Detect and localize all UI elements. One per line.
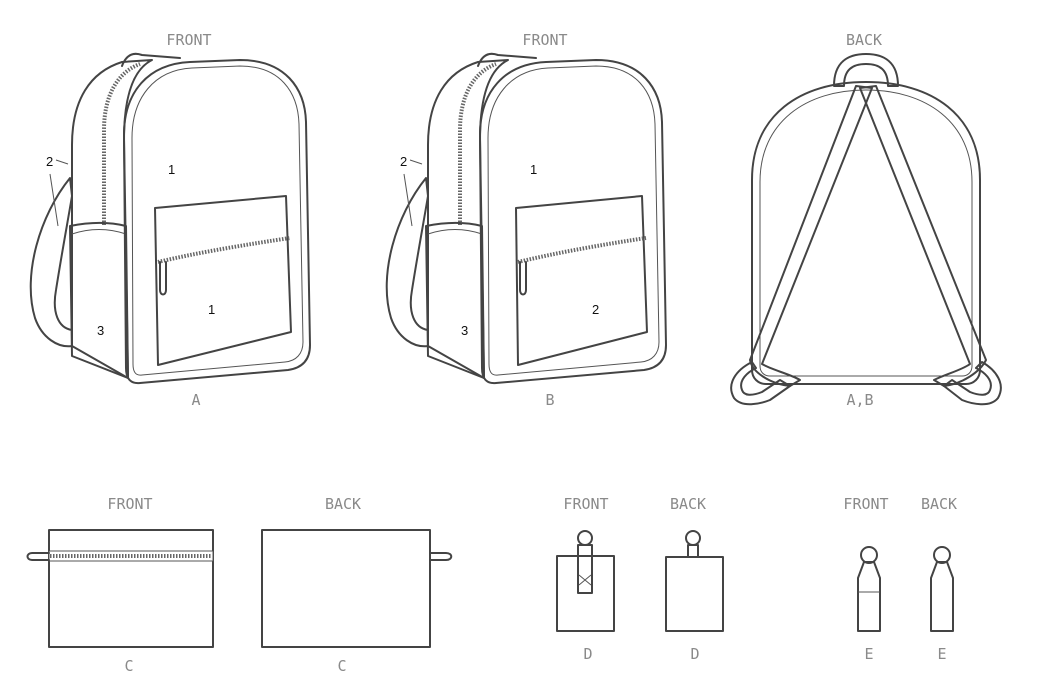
keyring-d-front (577, 530, 593, 546)
backpack-a-front: FRONT 1 1 2 3 A (29, 31, 311, 409)
side-gusset-a (71, 59, 153, 379)
keyring-e-back (933, 546, 951, 564)
pouch-c-zipper-pull (26, 552, 50, 561)
view-label-d-front: D (583, 645, 592, 663)
top-loop-b (477, 52, 537, 67)
keychain-d-back-body (665, 556, 724, 632)
label-front-d: FRONT (563, 495, 608, 513)
front-pocket-b (515, 195, 648, 366)
piece-number-3-b: 3 (461, 323, 468, 338)
piece-number-1-pocket-a: 1 (208, 302, 215, 317)
right-strap-back (859, 85, 987, 387)
elastic-b (427, 229, 483, 235)
view-label-ab: A,B (846, 391, 873, 409)
piece-number-2-pocket-b: 2 (592, 302, 599, 317)
label-back-c: BACK (325, 495, 361, 513)
keychain-d-back: BACK D (665, 495, 724, 663)
view-label-e-back: E (937, 645, 946, 663)
pocket-zipper-b (517, 236, 647, 264)
leader-2a-1 (55, 159, 69, 165)
right-strap-loop (943, 361, 1002, 406)
view-label-c-front: C (124, 657, 133, 675)
piece-number-1-a: 1 (168, 162, 175, 177)
binding-a (131, 65, 304, 376)
pocket-zipper-a (157, 236, 291, 264)
label-back-e: BACK (921, 495, 957, 513)
pouch-c-front-body (48, 529, 214, 648)
zipper-pull-b (519, 261, 527, 296)
zipper-pull-a (159, 261, 167, 296)
label-front-b: FRONT (522, 31, 567, 49)
left-strap-back (749, 85, 873, 387)
back-panel (751, 81, 981, 385)
leader-2a-2 (49, 173, 59, 227)
label-front-e: FRONT (843, 495, 888, 513)
piece-number-1-b: 1 (530, 162, 537, 177)
keychain-e-front-body (857, 561, 881, 632)
elastic-a (71, 229, 127, 235)
backpack-back-ab: BACK A,B (730, 31, 1002, 409)
pouch-c-back-tab (429, 552, 453, 561)
backpack-b-front: FRONT 1 2 2 3 B (385, 31, 667, 409)
piece-number-2-a: 2 (46, 154, 53, 169)
view-label-e-front: E (864, 645, 873, 663)
left-strap-loop (730, 361, 791, 406)
back-top-loop (833, 53, 899, 87)
shoulder-strap-b (385, 177, 429, 348)
label-back-d: BACK (670, 495, 706, 513)
pouch-c-back: BACK C (261, 495, 453, 675)
leader-2b-2 (403, 173, 413, 227)
keychain-d-front-tab (577, 544, 593, 594)
label-front-a: FRONT (166, 31, 211, 49)
keychain-e-back-body (930, 561, 954, 632)
keychain-d-front-body (556, 555, 615, 632)
gusset-zipper-a (102, 62, 141, 225)
front-pocket-a (154, 195, 292, 366)
label-front-c: FRONT (107, 495, 152, 513)
keychain-d-stitch (578, 574, 592, 586)
top-loop (121, 52, 181, 67)
front-panel-b (479, 59, 667, 385)
keychain-e-back: BACK E (921, 495, 957, 663)
back-binding (759, 89, 973, 377)
piece-number-2-b: 2 (400, 154, 407, 169)
keyring-e-front (860, 546, 878, 564)
side-pocket-b (425, 222, 485, 379)
view-label-d-back: D (690, 645, 699, 663)
keychain-d-back-tab (687, 544, 699, 558)
label-back-ab: BACK (846, 31, 882, 49)
keyring-d-back (685, 530, 701, 546)
piece-number-3-a: 3 (97, 323, 104, 338)
gusset-zipper-b (458, 62, 497, 225)
pouch-c-front: FRONT C (26, 495, 214, 675)
keychain-e-front: FRONT E (843, 495, 888, 663)
front-panel-a (123, 59, 311, 385)
shoulder-strap-a (29, 177, 73, 348)
keychain-d-front: FRONT D (556, 495, 615, 663)
leader-2b-1 (409, 159, 423, 165)
binding-b (487, 65, 660, 376)
view-label-b: B (545, 391, 554, 409)
side-pocket-a (69, 222, 129, 379)
view-label-a: A (191, 391, 200, 409)
view-label-c-back: C (337, 657, 346, 675)
pouch-c-back-body (261, 529, 431, 648)
